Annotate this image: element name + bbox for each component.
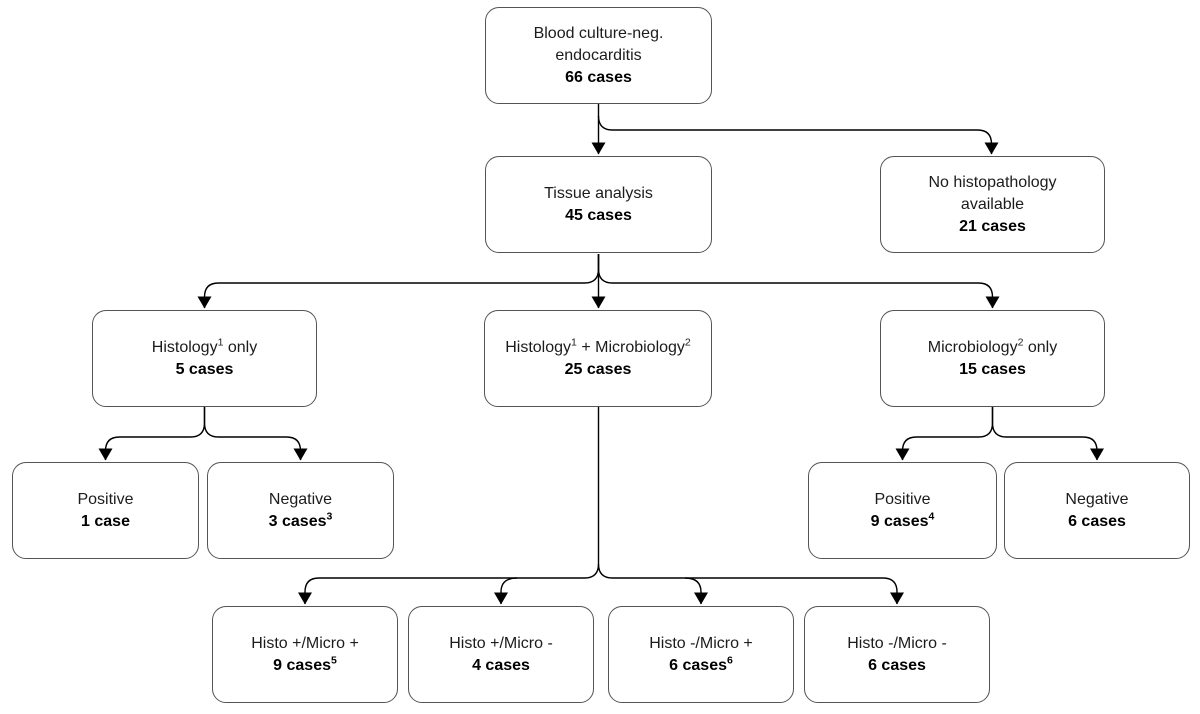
node-label-line1: Blood culture-neg. bbox=[534, 23, 664, 45]
node-label-line1: Histology1 only bbox=[152, 337, 257, 359]
label-text: Negative bbox=[1065, 490, 1129, 508]
count-text: 15 cases bbox=[959, 360, 1026, 378]
node-count: 15 cases bbox=[959, 359, 1026, 381]
node-label-line1: Histo +/Micro - bbox=[449, 633, 553, 655]
node-label-line1: Histo -/Micro + bbox=[649, 633, 753, 655]
node-count: 21 cases bbox=[959, 216, 1026, 238]
node-histo-neg-micro-pos: Histo -/Micro + 6 cases6 bbox=[608, 606, 794, 703]
node-count: 25 cases bbox=[565, 359, 632, 381]
node-microbiology-only: Microbiology2 only 15 cases bbox=[880, 310, 1105, 407]
connector-tissue-to-histology-only bbox=[197, 254, 600, 309]
node-count: 6 cases bbox=[1068, 511, 1126, 533]
footnote-marker: 4 bbox=[928, 510, 935, 523]
footnote-marker: 2 bbox=[684, 336, 691, 349]
node-label-line1: Histology1 + Microbiology2 bbox=[505, 337, 691, 359]
node-label-line2: endocarditis bbox=[555, 45, 641, 67]
footnote-marker: 1 bbox=[217, 336, 224, 349]
label-text: Tissue analysis bbox=[544, 184, 653, 202]
label-text: Histology bbox=[151, 338, 218, 356]
node-label-line1: Positive bbox=[874, 489, 930, 511]
node-histo-pos-micro-pos: Histo +/Micro + 9 cases5 bbox=[212, 606, 398, 703]
count-text: 6 cases bbox=[1068, 512, 1126, 530]
count-text: 6 cases bbox=[868, 656, 926, 674]
label-text: only bbox=[223, 338, 258, 356]
footnote-marker: 1 bbox=[571, 336, 577, 349]
label-text: + Microbiology bbox=[576, 338, 685, 356]
connector-tissue-to-microbiology-only bbox=[597, 254, 1000, 309]
count-text: 5 cases bbox=[175, 360, 234, 378]
count-text: 9 cases bbox=[273, 656, 331, 674]
footnote-marker: 6 bbox=[727, 654, 733, 667]
label-text: endocarditis bbox=[555, 46, 642, 64]
node-label-line1: Negative bbox=[1065, 489, 1128, 511]
count-text: 66 cases bbox=[565, 68, 632, 86]
node-label-line1: Positive bbox=[77, 489, 133, 511]
node-count: 1 case bbox=[81, 511, 130, 533]
label-text: Histology bbox=[505, 338, 572, 356]
connector-hm-to-histo-pos-micro-neg bbox=[494, 577, 518, 605]
node-label-line1: Negative bbox=[269, 489, 332, 511]
label-text: Histo -/Micro - bbox=[847, 634, 947, 652]
node-blood-culture-neg-endocarditis: Blood culture-neg. endocarditis 66 cases bbox=[485, 7, 712, 104]
node-histology-negative: Negative 3 cases3 bbox=[207, 462, 394, 559]
label-text: Positive bbox=[874, 490, 931, 508]
node-count: 6 cases6 bbox=[669, 655, 733, 677]
node-count: 66 cases bbox=[565, 67, 632, 89]
label-text: available bbox=[960, 195, 1025, 213]
label-text: Histo +/Micro + bbox=[251, 634, 359, 652]
node-label-line1: No histopathology bbox=[928, 172, 1056, 194]
node-label-line2: available bbox=[961, 194, 1024, 216]
label-text: only bbox=[1023, 338, 1058, 356]
connector-hm-to-histo-pos-micro-pos bbox=[298, 407, 600, 605]
label-text: Positive bbox=[77, 490, 134, 508]
node-label-line1: Tissue analysis bbox=[544, 183, 653, 205]
node-microbiology-positive: Positive 9 cases4 bbox=[808, 462, 997, 559]
node-no-histopathology: No histopathology available 21 cases bbox=[880, 156, 1105, 253]
footnote-marker: 5 bbox=[331, 654, 337, 667]
connector-histology-only-to-positive bbox=[98, 407, 206, 461]
node-label-line1: Histo -/Micro - bbox=[847, 633, 947, 655]
label-text: Blood culture-neg. bbox=[533, 24, 664, 42]
node-count: 3 cases3 bbox=[269, 511, 333, 533]
label-text: Negative bbox=[268, 490, 333, 508]
footnote-marker: 2 bbox=[1017, 336, 1024, 349]
node-histology-only: Histology1 only 5 cases bbox=[92, 310, 317, 407]
footnote-marker: 3 bbox=[326, 510, 333, 523]
node-label-line1: Microbiology2 only bbox=[928, 337, 1057, 359]
node-tissue-analysis: Tissue analysis 45 cases bbox=[485, 156, 712, 253]
node-count: 9 cases5 bbox=[273, 655, 337, 677]
node-label-line1: Histo +/Micro + bbox=[251, 633, 359, 655]
node-histo-pos-micro-neg: Histo +/Micro - 4 cases bbox=[408, 606, 594, 703]
node-count: 4 cases bbox=[472, 655, 530, 677]
connector-hm-to-histo-neg-micro-neg bbox=[597, 563, 904, 605]
label-text: Histo -/Micro + bbox=[649, 634, 753, 652]
node-count: 5 cases bbox=[176, 359, 234, 381]
node-microbiology-negative: Negative 6 cases bbox=[1004, 462, 1190, 559]
count-text: 1 case bbox=[81, 512, 130, 530]
node-histology-plus-microbiology: Histology1 + Microbiology2 25 cases bbox=[484, 310, 712, 407]
count-text: 21 cases bbox=[959, 217, 1026, 235]
node-count: 9 cases4 bbox=[871, 511, 935, 533]
connector-microbiology-only-to-negative bbox=[991, 407, 1104, 461]
node-count: 6 cases bbox=[868, 655, 926, 677]
connector-root-to-no-histopathology bbox=[597, 115, 999, 155]
count-text: 25 cases bbox=[564, 360, 632, 378]
connector-microbiology-only-to-positive bbox=[895, 407, 994, 461]
count-text: 3 cases bbox=[268, 512, 327, 530]
count-text: 6 cases bbox=[669, 656, 727, 674]
node-histology-positive: Positive 1 case bbox=[12, 462, 199, 559]
label-text: Microbiology bbox=[927, 338, 1018, 356]
label-text: Histo +/Micro - bbox=[449, 634, 553, 652]
node-count: 45 cases bbox=[565, 205, 632, 227]
connector-histology-only-to-negative bbox=[203, 407, 308, 461]
connector-hm-to-histo-neg-micro-pos bbox=[684, 577, 708, 605]
count-text: 4 cases bbox=[472, 656, 530, 674]
count-text: 9 cases bbox=[870, 512, 929, 530]
node-histo-neg-micro-neg: Histo -/Micro - 6 cases bbox=[804, 606, 990, 703]
count-text: 45 cases bbox=[565, 206, 632, 224]
label-text: No histopathology bbox=[928, 173, 1057, 191]
